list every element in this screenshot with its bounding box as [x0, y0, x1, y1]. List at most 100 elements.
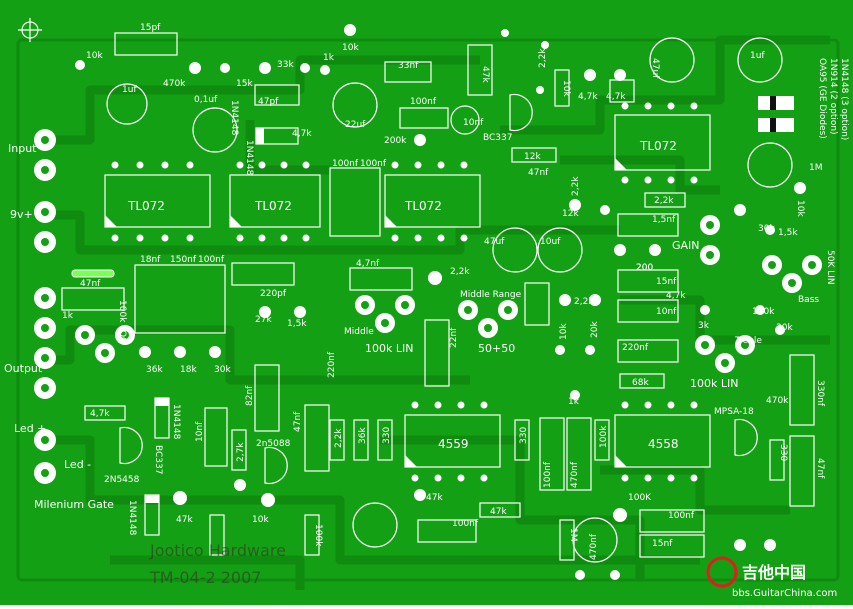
svg-text:MPSA-18: MPSA-18 [714, 407, 754, 417]
svg-text:1,5nf: 1,5nf [652, 215, 676, 225]
credits-line1: Jootico Hardware [149, 541, 286, 560]
svg-text:2,2k: 2,2k [571, 176, 581, 196]
svg-text:10uf: 10uf [540, 237, 561, 247]
svg-text:100nf: 100nf [410, 97, 437, 107]
volume-pot-value: 100k LOG [117, 300, 127, 344]
svg-text:47k: 47k [480, 66, 490, 83]
credits: Jootico Hardware TM-04-2 2007 [149, 541, 286, 587]
bass-label: Bass [798, 295, 819, 305]
transistor-q3: 2N5458 [104, 475, 140, 485]
svg-text:15nf: 15nf [656, 277, 677, 287]
svg-text:10k: 10k [86, 51, 103, 61]
gain-pot[interactable]: GAIN [672, 215, 720, 265]
svg-text:TL072: TL072 [404, 199, 442, 213]
svg-text:150nf: 150nf [170, 255, 197, 265]
svg-text:82nf: 82nf [245, 385, 255, 406]
svg-text:220pf: 220pf [260, 289, 287, 299]
svg-text:BC337: BC337 [153, 445, 163, 474]
svg-text:47k: 47k [490, 507, 507, 517]
svg-text:36k: 36k [358, 427, 368, 444]
svg-text:2,2k: 2,2k [654, 196, 674, 206]
input-connector[interactable]: Input [8, 129, 56, 181]
svg-text:330: 330 [382, 427, 392, 444]
svg-text:TL072: TL072 [127, 199, 165, 213]
transistor-q5: MPSA-18 [714, 407, 758, 457]
gate-label: Milenium Gate [34, 498, 114, 511]
led-connector[interactable]: Led + Led - Milenium Gate [14, 422, 114, 511]
middle-range-label: Middle Range [460, 290, 522, 300]
middle-range-pot[interactable]: Middle Range 50+50 [458, 290, 522, 355]
power-connector[interactable]: 9v+ [10, 201, 56, 253]
svg-text:1k: 1k [323, 53, 335, 63]
svg-text:47nf: 47nf [80, 279, 101, 289]
middle-range-value: 50+50 [478, 342, 515, 355]
svg-text:2,2k: 2,2k [450, 267, 470, 277]
svg-text:100k: 100k [599, 425, 609, 448]
credits-line2: TM-04-2 2007 [149, 568, 261, 587]
svg-text:68k: 68k [632, 378, 649, 388]
ic-u4: TL072 [614, 114, 711, 171]
ic-u2: TL072 [229, 174, 321, 228]
svg-text:3k: 3k [698, 321, 710, 331]
svg-text:47nf: 47nf [293, 411, 303, 432]
svg-text:10k: 10k [252, 515, 269, 525]
transistor-q1: BC337 [483, 93, 533, 143]
output-connector[interactable]: Output [4, 287, 56, 399]
svg-text:20k: 20k [590, 321, 600, 338]
svg-text:10k: 10k [342, 43, 359, 53]
svg-text:220nf: 220nf [622, 343, 649, 353]
component-pads [75, 24, 806, 580]
svg-text:4,7nf: 4,7nf [356, 259, 380, 269]
svg-text:100nf: 100nf [543, 461, 553, 488]
svg-text:30k: 30k [776, 323, 793, 333]
middle-pot[interactable]: Middle 100k LIN [344, 295, 415, 355]
output-label: Output [4, 362, 43, 375]
svg-text:100nf: 100nf [332, 159, 359, 169]
component-labels: 15pf 10k 470k 1uf 0,1uf 15k 33k 1k 47pf … [62, 23, 825, 560]
svg-text:100k: 100k [313, 524, 323, 547]
svg-text:100nf: 100nf [452, 519, 479, 529]
ic-u1: TL072 [104, 174, 211, 228]
svg-text:15nf: 15nf [652, 539, 673, 549]
svg-text:4,7k: 4,7k [606, 92, 626, 102]
svg-text:47pf: 47pf [258, 97, 279, 107]
svg-text:TL072: TL072 [254, 199, 292, 213]
svg-text:470k: 470k [766, 396, 789, 406]
svg-text:1N914 (2 option): 1N914 (2 option) [828, 58, 838, 135]
svg-text:2,2k: 2,2k [574, 297, 594, 307]
svg-text:1M: 1M [568, 528, 578, 542]
led-plus-label: Led + [14, 422, 46, 435]
middle-pot-value: 100k LIN [365, 342, 413, 355]
svg-text:330nf: 330nf [815, 380, 825, 407]
svg-text:0,1uf: 0,1uf [194, 95, 218, 105]
svg-text:33nf: 33nf [398, 61, 419, 71]
volume-pot[interactable]: 100k LOG [75, 300, 135, 363]
svg-text:100nf: 100nf [198, 255, 225, 265]
svg-text:18nf: 18nf [140, 255, 161, 265]
diode-d3: 1N4148 [127, 494, 160, 536]
svg-text:200: 200 [636, 263, 653, 273]
svg-text:10k: 10k [559, 323, 569, 340]
input-label: Input [8, 142, 37, 155]
svg-text:1k: 1k [568, 397, 580, 407]
svg-text:100K: 100K [628, 493, 652, 503]
bass-pot-value: 50K LIN [825, 250, 835, 285]
led-minus-label: Led - [64, 458, 91, 471]
svg-text:2,2k: 2,2k [538, 48, 548, 68]
diode-d2: 1N4148 [154, 397, 181, 440]
svg-text:4,7k: 4,7k [578, 92, 598, 102]
svg-text:1uf: 1uf [750, 51, 765, 61]
svg-text:1N4148 (3 option): 1N4148 (3 option) [839, 58, 849, 140]
svg-text:4559: 4559 [438, 437, 469, 451]
svg-text:33k: 33k [277, 60, 294, 70]
svg-text:47uf: 47uf [484, 237, 505, 247]
svg-text:10k: 10k [795, 200, 805, 217]
bass-pot[interactable]: Bass 50K LIN [762, 250, 835, 305]
svg-text:15k: 15k [236, 79, 253, 89]
svg-text:10nf: 10nf [656, 307, 677, 317]
svg-text:4,7k: 4,7k [292, 129, 312, 139]
treble-pot[interactable]: Treble 100k LIN [690, 335, 762, 390]
svg-text:2n5088: 2n5088 [256, 439, 291, 449]
